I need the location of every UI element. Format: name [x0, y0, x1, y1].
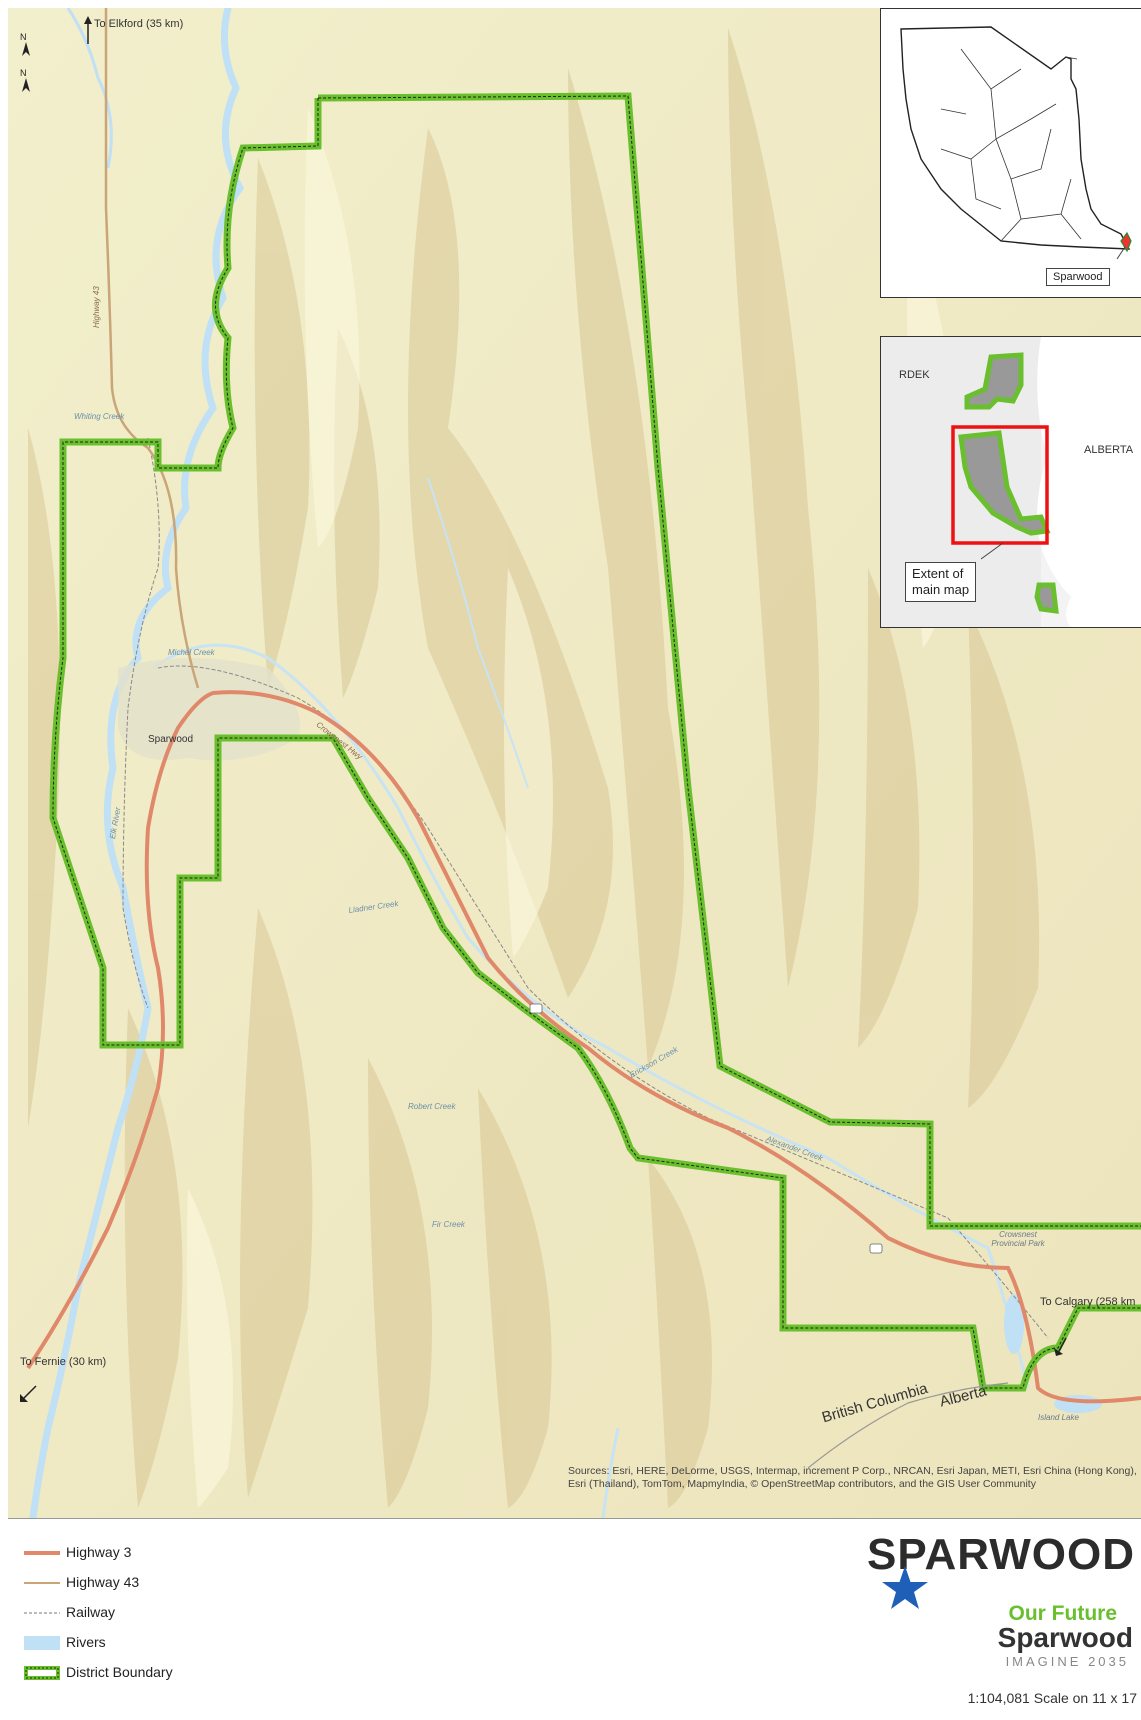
inset-regional: RDEK ALBERTA Extent of main map [880, 336, 1141, 628]
label-to-calgary: To Calgary (258 km [1040, 1296, 1136, 1308]
extent-line-1: Extent of [912, 566, 964, 581]
michel-creek [152, 643, 1030, 1389]
fernie-arrowhead-icon [20, 1394, 28, 1402]
railway-swatch-icon [24, 1612, 60, 1614]
label-rdek: RDEK [899, 369, 930, 381]
logo-tag-1: Our Future [1008, 1602, 1118, 1625]
boundary-swatch-icon [24, 1666, 60, 1680]
logo-tag-3: IMAGINE 2035 [1005, 1654, 1129, 1669]
inset-bc-label: Sparwood [1046, 268, 1110, 286]
calgary-arrow-icon [1057, 1337, 1067, 1354]
railway-line [122, 437, 1049, 1339]
logo-tag-2: Sparwood [997, 1622, 1133, 1653]
inset-bc-locator: Sparwood [880, 8, 1141, 298]
legend-label: Railway [66, 1604, 116, 1620]
label-sparwood-town: Sparwood [148, 734, 194, 745]
label-michel-creek: Michel Creek [168, 648, 215, 657]
legend-label: Highway 3 [66, 1544, 132, 1560]
lake-crowsnest [1004, 1294, 1024, 1354]
label-crowsnest-park: Crowsnest Provincial Park [991, 1230, 1045, 1248]
svg-text:N: N [20, 32, 27, 42]
svg-text:N: N [20, 68, 27, 78]
legend-label: District Boundary [66, 1664, 173, 1680]
town-area [118, 658, 300, 761]
legend-label: Rivers [66, 1634, 106, 1650]
logo-title: SPARWOOD [867, 1530, 1135, 1579]
legend-highway43: Highway 43 [24, 1570, 424, 1600]
calgary-arrowhead-icon [1054, 1348, 1063, 1356]
label-robert-creek: Robert Creek [408, 1102, 456, 1111]
legend-highway3: Highway 3 [24, 1540, 424, 1570]
label-fir-creek: Fir Creek [432, 1220, 465, 1229]
highway-43[interactable] [104, 8, 200, 689]
terrain-ridges [28, 28, 1040, 1508]
logo-star-icon [882, 1566, 928, 1609]
hwy3-shield-2 [869, 1243, 883, 1254]
label-alberta-inset: ALBERTA [1084, 444, 1134, 456]
legend-boundary: District Boundary [24, 1660, 424, 1690]
creek-east [427, 477, 529, 789]
label-whiting-creek: Whiting Creek [74, 412, 125, 421]
fernie-arrow-icon [21, 1385, 37, 1401]
elkford-arrowhead-icon [84, 16, 92, 24]
hwy3-shield-1 [529, 1003, 543, 1014]
creek-south [601, 1427, 620, 1518]
legend-rivers: Rivers [24, 1630, 424, 1660]
tributary-north [66, 8, 113, 169]
district-boundary[interactable] [49, 92, 1141, 1392]
extent-line-2: main map [912, 582, 970, 597]
rivers-swatch-icon [24, 1636, 60, 1650]
highway43-swatch-icon [24, 1582, 60, 1584]
extent-callout: Extent of main map [905, 562, 977, 602]
north-arrow-icon: N N [20, 32, 30, 92]
legend: Highway 3 Highway 43 Railway Rivers Dist… [24, 1540, 424, 1690]
legend-label: Highway 43 [66, 1574, 140, 1590]
label-to-elkford: To Elkford (35 km) [94, 18, 184, 30]
legend-railway: Railway [24, 1600, 424, 1630]
label-to-fernie: To Fernie (30 km) [20, 1356, 107, 1368]
highway3-swatch-icon [24, 1551, 60, 1555]
scale-text: 1:104,081 Scale on 11 x 17 [967, 1690, 1137, 1706]
label-highway-43: Highway 43 [92, 286, 101, 328]
bc-outline-map [900, 26, 1132, 260]
provincial-border [807, 1382, 1009, 1469]
label-island-lake: Island Lake [1038, 1413, 1079, 1422]
sparwood-logo: SPARWOOD Our Future Sparwood IMAGINE 203… [830, 1530, 1135, 1680]
map-sources: Sources: Esri, HERE, DeLorme, USGS, Inte… [568, 1465, 1137, 1490]
